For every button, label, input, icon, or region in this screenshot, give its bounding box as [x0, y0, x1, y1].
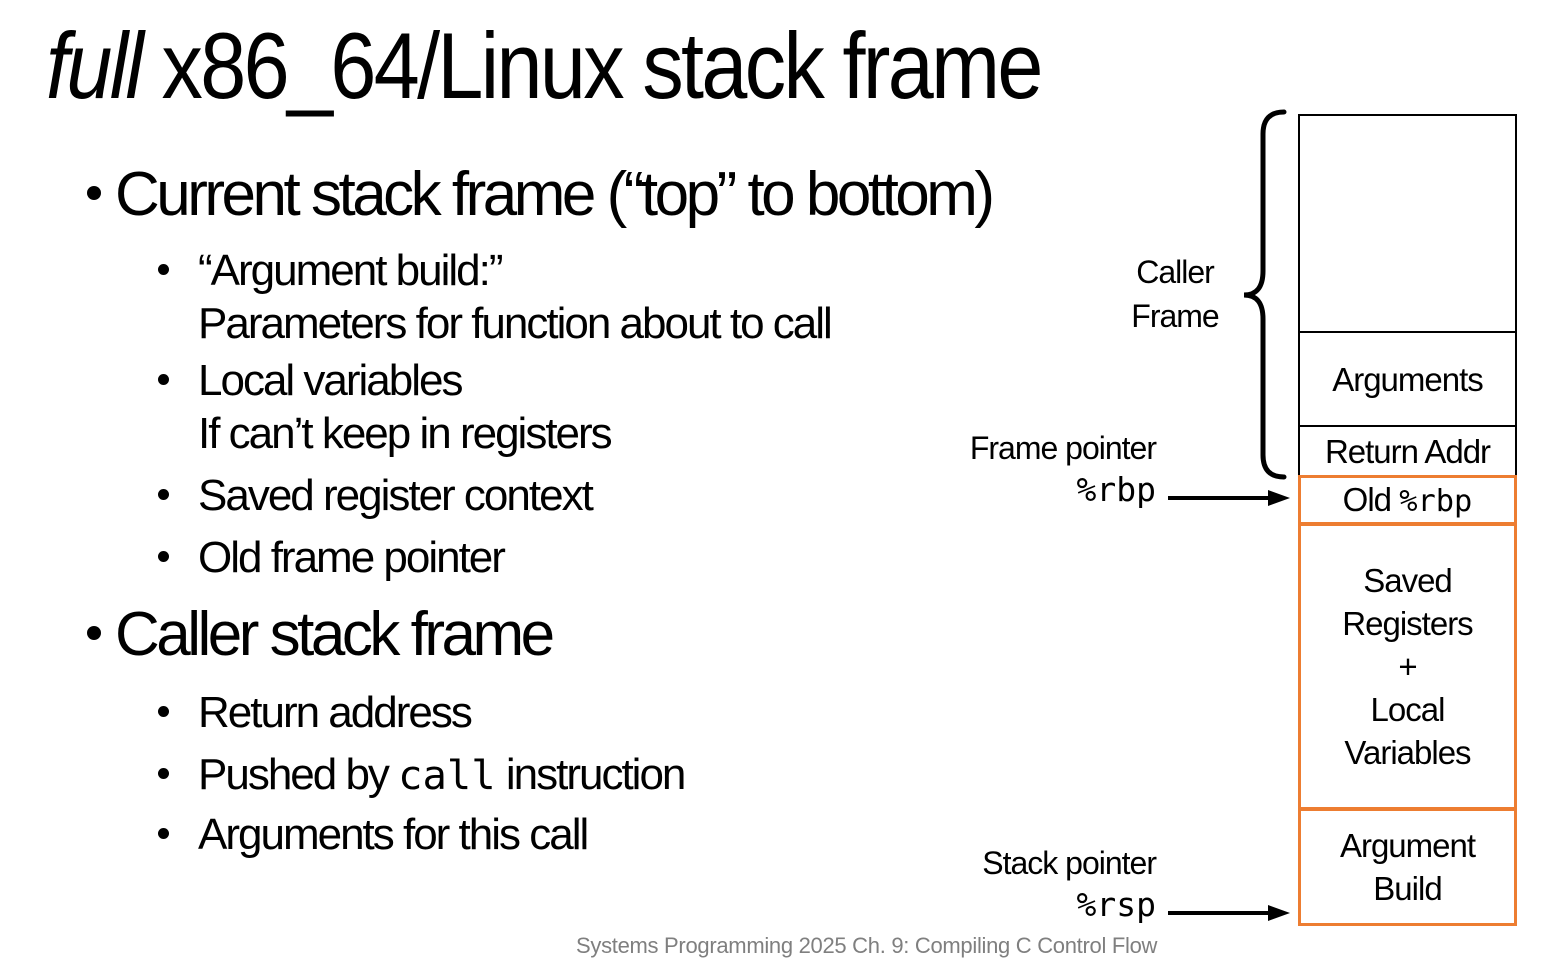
- bullet-marker-icon: [87, 626, 101, 640]
- bullet-item-level1: Current stack frame (“top” to bottom): [85, 164, 995, 226]
- text-segment: Local variables: [198, 356, 463, 405]
- bullet-marker-icon: [158, 768, 169, 779]
- text-segment: “Argument build:”: [198, 246, 503, 295]
- stack-cell-line: Local: [1370, 688, 1446, 731]
- bullet-line: “Argument build:”: [198, 244, 831, 297]
- text-segment: instruction: [495, 750, 687, 799]
- bullet-item-level2: Saved register context: [85, 469, 594, 522]
- text-segment: Caller stack frame: [115, 600, 555, 669]
- bullet-line: Caller stack frame: [115, 604, 555, 666]
- text-segment: Old: [1342, 480, 1400, 518]
- inline-code: %rbp: [1399, 483, 1473, 519]
- bullet-line: Saved register context: [198, 469, 594, 522]
- bullet-marker-icon: [158, 706, 169, 717]
- stack-cell-line: Old %rbp: [1343, 478, 1473, 523]
- bullet-text: Return address: [198, 686, 473, 739]
- bullet-text: Caller stack frame: [115, 604, 555, 666]
- stack-cell-line: Variables: [1344, 731, 1471, 774]
- stack-cell-arguments: Arguments: [1298, 331, 1517, 427]
- text-segment: Arguments for this call: [198, 810, 589, 859]
- text-segment: Current stack frame (“top” to bottom): [115, 160, 995, 229]
- bullet-item-level2: “Argument build:”Parameters for function…: [85, 244, 833, 350]
- bullet-line: Parameters for function about to call: [198, 297, 833, 350]
- bullet-text: Saved register context: [198, 469, 594, 522]
- text-segment: Saved register context: [198, 471, 594, 520]
- caller-frame-label: Caller Frame: [1099, 250, 1251, 338]
- bullet-text: Arguments for this call: [198, 808, 589, 861]
- frame-pointer-arrow-icon: [1168, 490, 1290, 506]
- stack-pointer-arrow-icon: [1168, 905, 1290, 921]
- stack-cell-line: Arguments: [1332, 358, 1484, 401]
- text-segment: Argument: [1339, 827, 1476, 864]
- frame-pointer-block: Frame pointer %rbp: [860, 427, 1157, 511]
- bullet-text: Old frame pointer: [198, 531, 506, 584]
- text-segment: Return Addr: [1324, 432, 1491, 470]
- text-segment: Saved: [1363, 562, 1453, 599]
- bullet-line: Pushed by call instruction: [198, 748, 687, 802]
- bullet-text: Current stack frame (“top” to bottom): [115, 164, 995, 226]
- caller-frame-label-line2: Frame: [1131, 298, 1219, 334]
- text-segment: Parameters for function about to call: [198, 299, 833, 348]
- bullet-item-level2: Arguments for this call: [85, 808, 589, 861]
- caller-frame-label-line1: Caller: [1136, 254, 1215, 290]
- stack-cell-caller-frame-space: [1298, 114, 1517, 333]
- text-segment: +: [1398, 648, 1417, 685]
- bullet-marker-icon: [158, 551, 169, 562]
- stack-cell-line: Build: [1373, 867, 1442, 910]
- bullet-line: Return address: [198, 686, 473, 739]
- inline-code: call: [398, 751, 496, 799]
- stack-cell-line: Registers: [1342, 602, 1473, 645]
- stack-cell-line: Return Addr: [1324, 430, 1491, 473]
- bullet-marker-icon: [158, 374, 169, 385]
- bullet-text: Pushed by call instruction: [198, 748, 687, 802]
- bullet-line: Current stack frame (“top” to bottom): [115, 164, 995, 226]
- text-segment: If can’t keep in registers: [198, 409, 613, 458]
- slide-footer: Systems Programming 2025 Ch. 9: Compilin…: [576, 933, 1158, 958]
- bullet-line: Old frame pointer: [198, 531, 506, 584]
- text-segment: Variables: [1344, 734, 1471, 771]
- stack-cell-line: Argument: [1339, 824, 1476, 867]
- bullet-item-level1: Caller stack frame: [85, 604, 555, 666]
- bullet-item-level2: Pushed by call instruction: [85, 748, 687, 802]
- bullet-text: “Argument build:”Parameters for function…: [198, 244, 833, 350]
- bullet-line: Arguments for this call: [198, 808, 589, 861]
- page-title-rest: x86_64/Linux stack frame: [141, 13, 1044, 118]
- stack-cell-old-rbp: Old %rbp: [1298, 475, 1517, 525]
- page-title: full x86_64/Linux stack frame: [46, 13, 1044, 118]
- text-segment: Old frame pointer: [198, 533, 506, 582]
- text-segment: Build: [1373, 870, 1442, 907]
- bullet-marker-icon: [158, 828, 169, 839]
- text-segment: Registers: [1342, 605, 1473, 642]
- page-title-italic: full: [46, 13, 144, 118]
- text-segment: Arguments: [1332, 360, 1484, 398]
- frame-pointer-label: Frame pointer: [969, 430, 1157, 466]
- bullet-line: If can’t keep in registers: [198, 407, 613, 460]
- stack-pointer-label: Stack pointer: [982, 845, 1157, 881]
- bullet-item-level2: Old frame pointer: [85, 531, 506, 584]
- stack-cell-line: +: [1398, 645, 1417, 688]
- stack-cell-line: Saved: [1363, 559, 1453, 602]
- text-segment: Return address: [198, 688, 473, 737]
- bullet-item-level2: Return address: [85, 686, 473, 739]
- bullet-marker-icon: [158, 489, 169, 500]
- bullet-marker-icon: [158, 264, 169, 275]
- frame-pointer-register: %rbp: [1076, 470, 1156, 509]
- stack-pointer-register: %rsp: [1076, 885, 1156, 924]
- text-segment: Local: [1370, 691, 1446, 728]
- stack-cell-return-addr: Return Addr: [1298, 425, 1517, 477]
- stack-pointer-block: Stack pointer %rsp: [860, 842, 1157, 926]
- bullet-line: Local variables: [198, 354, 611, 407]
- text-segment: Pushed by: [198, 750, 399, 799]
- bullet-marker-icon: [87, 186, 101, 200]
